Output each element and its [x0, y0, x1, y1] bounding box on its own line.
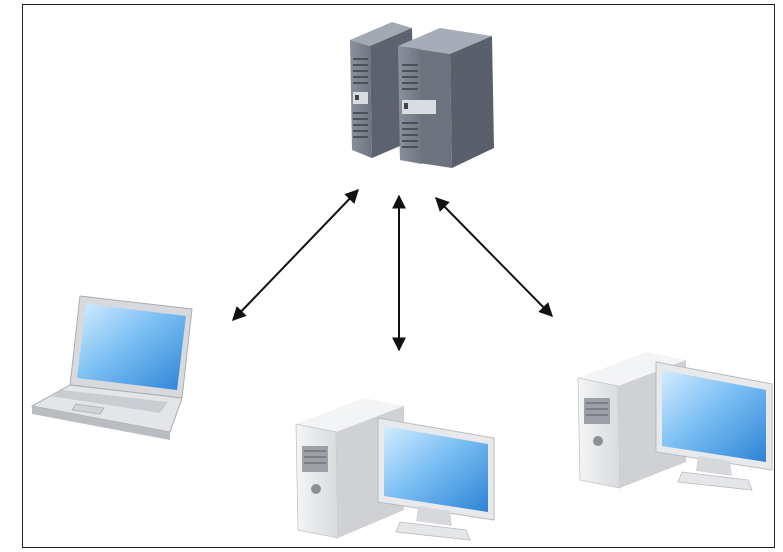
desktop-computer-icon — [577, 352, 773, 491]
arrow-server-desktop-right — [435, 197, 553, 317]
laptop-icon — [30, 295, 193, 440]
desktop-computer-icon — [295, 398, 495, 541]
server-rack-icon — [350, 22, 494, 168]
arrow-server-laptop — [232, 188, 359, 322]
